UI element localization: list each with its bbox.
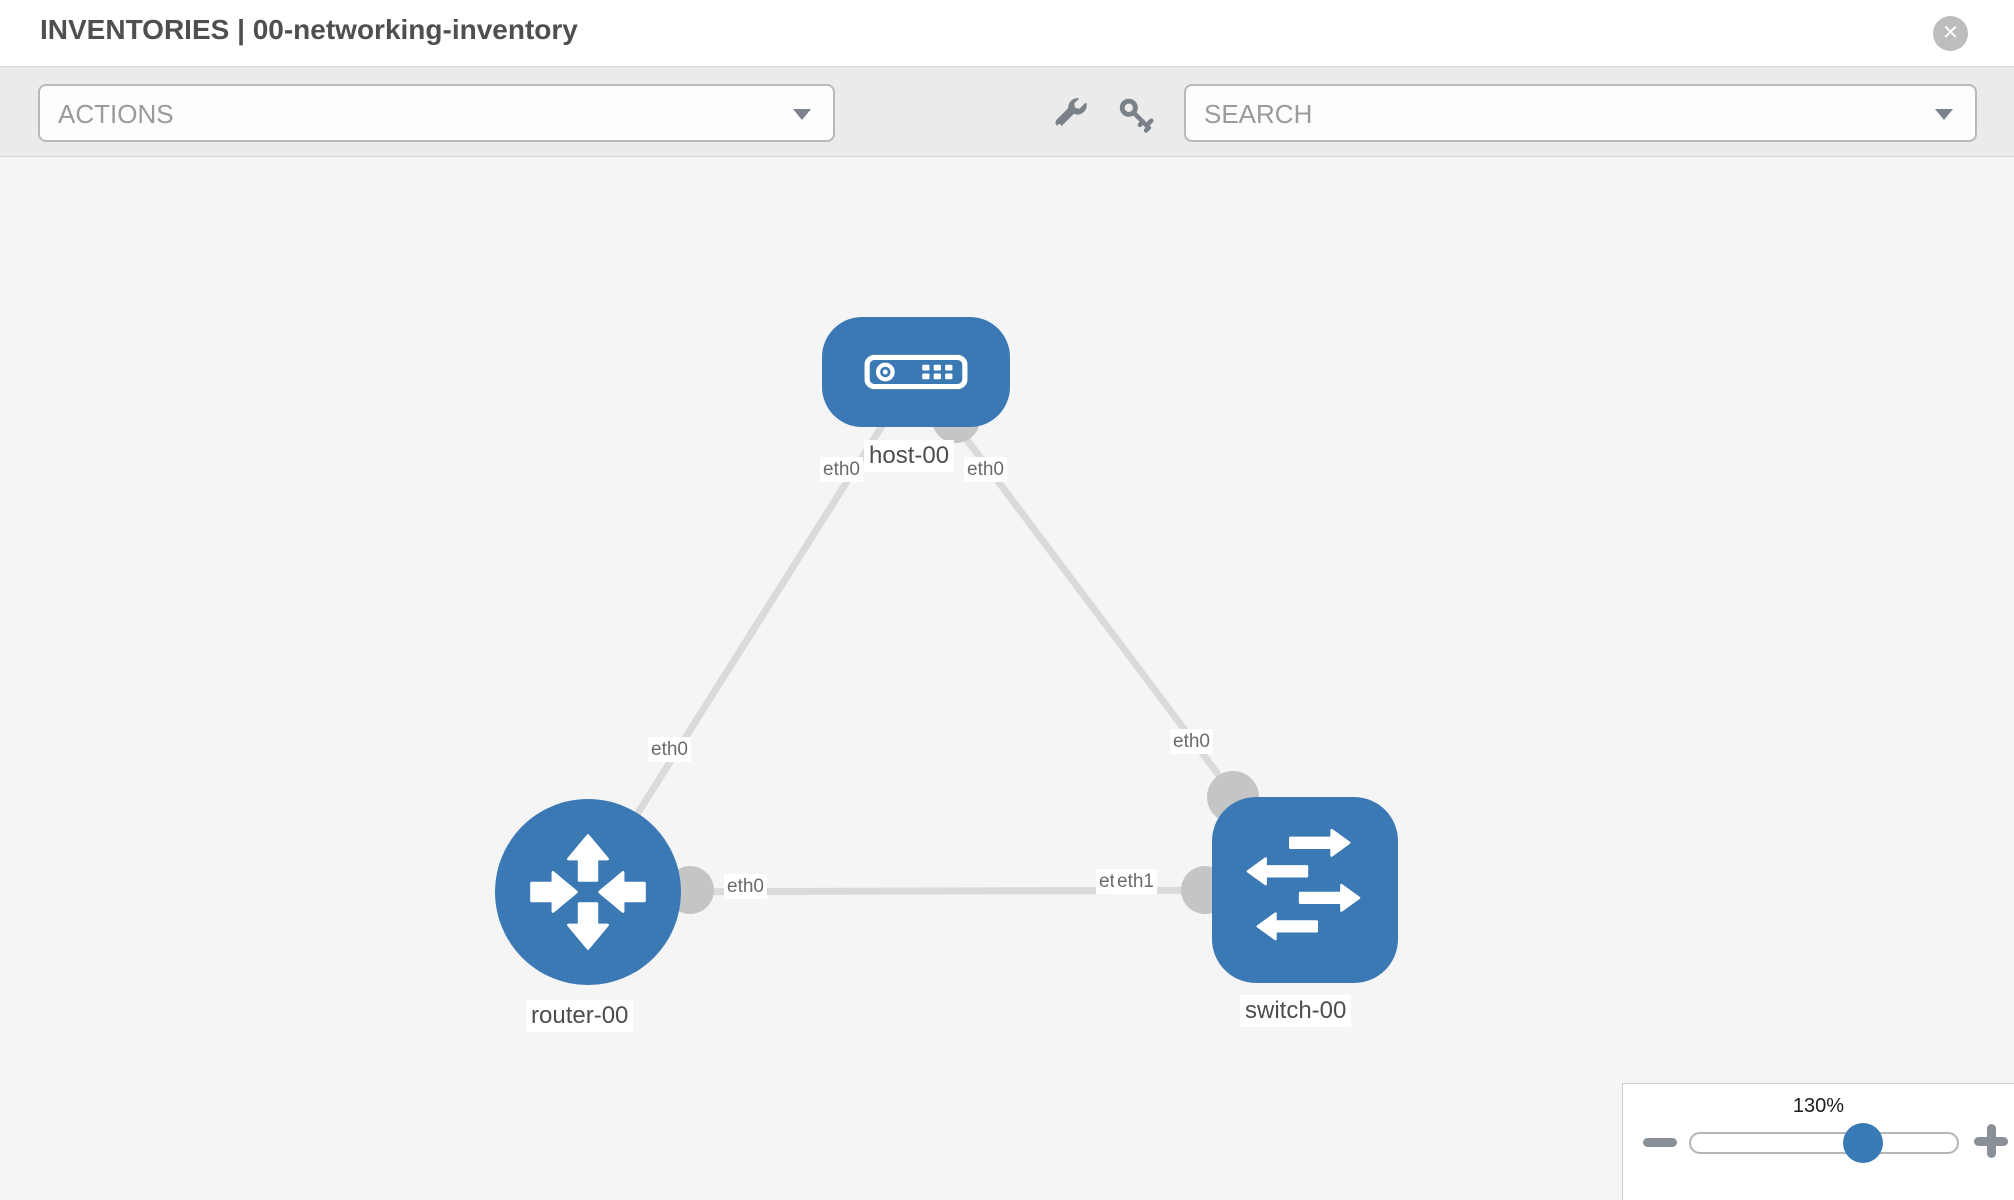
- node-host-00[interactable]: [822, 317, 1010, 427]
- zoom-out-minus-icon[interactable]: [1643, 1138, 1677, 1147]
- search-input[interactable]: SEARCH: [1184, 84, 1977, 142]
- toolbar: ACTIONS SEARCH: [0, 66, 2014, 157]
- zoom-slider-track[interactable]: [1689, 1132, 1959, 1154]
- zoom-control-panel: 130%: [1622, 1083, 2014, 1200]
- search-placeholder: SEARCH: [1204, 99, 1313, 129]
- chevron-down-icon: [1935, 109, 1953, 120]
- actions-dropdown[interactable]: ACTIONS: [38, 84, 835, 142]
- node-label-switch: switch-00: [1240, 995, 1352, 1027]
- key-icon[interactable]: [1118, 97, 1154, 133]
- node-switch-00[interactable]: [1212, 797, 1398, 983]
- zoom-level-value: 130%: [1792, 1095, 1845, 1117]
- iface-label-host-eth0-left: eth0: [820, 457, 863, 482]
- iface-label-host-eth0-right: eth0: [964, 457, 1007, 482]
- topology-links-layer: [585, 369, 1308, 914]
- iface-label-switch-eth1: eth1: [1114, 869, 1157, 894]
- chevron-down-icon: [793, 109, 811, 120]
- zoom-in-plus-icon[interactable]: [1974, 1124, 2008, 1158]
- server-icon: [864, 354, 968, 390]
- switch-arrows-icon: [1246, 829, 1361, 941]
- wrench-icon[interactable]: [1052, 97, 1088, 133]
- node-label-router: router-00: [526, 1000, 634, 1032]
- iface-label-switch-eth0-uplink: eth0: [1170, 729, 1213, 754]
- topology-canvas[interactable]: host-00 router-00 switch-00 eth0 eth0 et…: [0, 157, 2014, 1200]
- zoom-slider-handle[interactable]: [1843, 1123, 1883, 1163]
- iface-label-router-eth0-uplink: eth0: [648, 737, 691, 762]
- node-label-host: host-00: [864, 440, 955, 472]
- iface-label-router-eth0: eth0: [724, 874, 767, 899]
- page-title: INVENTORIES | 00-networking-inventory: [40, 14, 578, 45]
- router-arrows-icon: [530, 834, 646, 950]
- actions-dropdown-label: ACTIONS: [58, 99, 174, 129]
- node-router-00[interactable]: [495, 799, 681, 985]
- header-bar: INVENTORIES | 00-networking-inventory ✕: [0, 0, 2014, 66]
- close-icon[interactable]: ✕: [1933, 16, 1968, 51]
